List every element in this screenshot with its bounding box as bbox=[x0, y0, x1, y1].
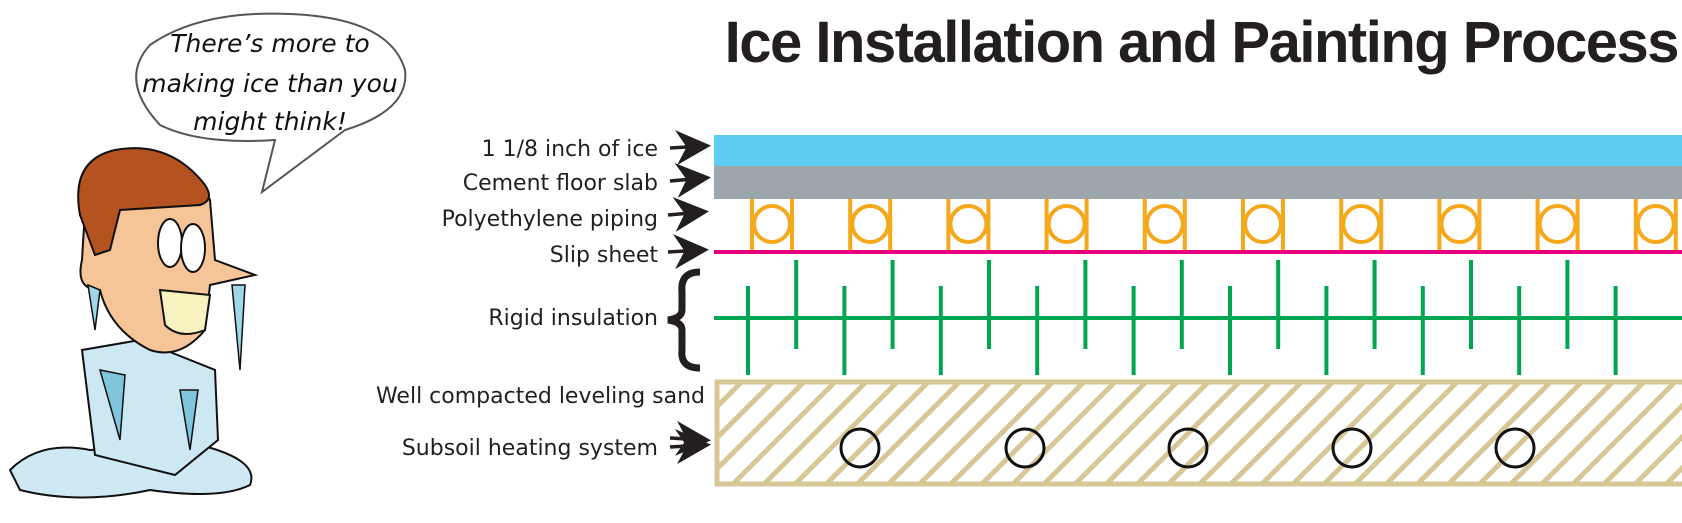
insulation-tick bbox=[1420, 286, 1425, 375]
insulation-tick bbox=[1083, 260, 1088, 349]
insulation-tick bbox=[987, 260, 991, 349]
ice-drips bbox=[98, 369, 199, 451]
pipe bbox=[1339, 199, 1384, 251]
slip-sheet-layer bbox=[714, 250, 1682, 254]
arrows bbox=[667, 130, 711, 465]
heating-pipe bbox=[839, 427, 881, 469]
label-piping: Polyethylene piping bbox=[442, 207, 658, 232]
label-insulation: Rigid insulation bbox=[488, 306, 658, 331]
piping-layer bbox=[750, 199, 1678, 251]
insulation-tick bbox=[746, 286, 750, 375]
label-subsoil: Subsoil heating system bbox=[402, 436, 658, 461]
speech-line-2: making ice than you bbox=[142, 69, 397, 98]
subsoil-heating-pipes bbox=[839, 427, 1536, 469]
arrow-icon bbox=[667, 197, 709, 232]
ice-cube bbox=[80, 338, 220, 477]
icicles bbox=[87, 283, 246, 371]
pipe bbox=[1044, 199, 1089, 251]
insulation-tick bbox=[1613, 286, 1618, 375]
brace-icon bbox=[667, 268, 701, 372]
heating-pipe bbox=[1167, 427, 1209, 469]
insulation-tick bbox=[1469, 260, 1473, 349]
insulation-tick bbox=[1276, 260, 1281, 349]
label-cement: Cement floor slab bbox=[463, 171, 658, 196]
pipe bbox=[1241, 199, 1285, 251]
label-slip-sheet: Slip sheet bbox=[550, 243, 659, 268]
label-sand: Well compacted leveling sand bbox=[376, 384, 705, 409]
speech-line-3: might think! bbox=[193, 107, 347, 136]
arrow-icon bbox=[669, 429, 711, 465]
insulation-tick bbox=[1324, 286, 1329, 375]
insulation-tick bbox=[890, 260, 895, 349]
pipe bbox=[1142, 199, 1187, 251]
speech-bubble: There’s more to making ice than you migh… bbox=[135, 12, 407, 195]
eye-left bbox=[157, 218, 183, 268]
mouth bbox=[158, 288, 212, 335]
insulation-tick bbox=[1372, 260, 1377, 349]
cement-layer bbox=[714, 166, 1682, 199]
insulation-tick bbox=[1517, 286, 1522, 375]
insulation-tick bbox=[938, 286, 943, 375]
insulation-tick bbox=[1565, 260, 1570, 349]
arrow-icon bbox=[667, 234, 709, 270]
heating-pipe bbox=[1331, 427, 1373, 469]
arrow-icon bbox=[669, 163, 711, 198]
pipe bbox=[1437, 199, 1482, 251]
insulation-tick bbox=[842, 286, 847, 375]
heating-pipe bbox=[1004, 427, 1046, 469]
pipe bbox=[946, 199, 991, 251]
pipe bbox=[1535, 199, 1580, 251]
insulation-tick bbox=[1228, 286, 1232, 375]
insulation-layer bbox=[714, 260, 1682, 375]
cartoon-illustration: There’s more to making ice than you migh… bbox=[8, 12, 407, 499]
insulation-tick bbox=[1131, 286, 1136, 375]
eye-right bbox=[180, 223, 206, 273]
label-ice: 1 1/8 inch of ice bbox=[482, 137, 658, 162]
arrow-icon bbox=[669, 420, 711, 456]
insulation-tick bbox=[1179, 260, 1184, 349]
pipe bbox=[1633, 199, 1678, 251]
page-title: Ice Installation and Painting Process bbox=[725, 10, 1678, 75]
insulation-tick bbox=[1035, 286, 1040, 375]
heating-pipe bbox=[1494, 427, 1536, 469]
pipe bbox=[848, 199, 893, 251]
speech-line-1: There’s more to bbox=[170, 29, 369, 58]
pipe bbox=[750, 199, 794, 251]
hair bbox=[77, 147, 210, 257]
insulation-tick bbox=[794, 260, 799, 349]
arrow-icon bbox=[669, 130, 711, 166]
ice-layer bbox=[714, 135, 1682, 166]
